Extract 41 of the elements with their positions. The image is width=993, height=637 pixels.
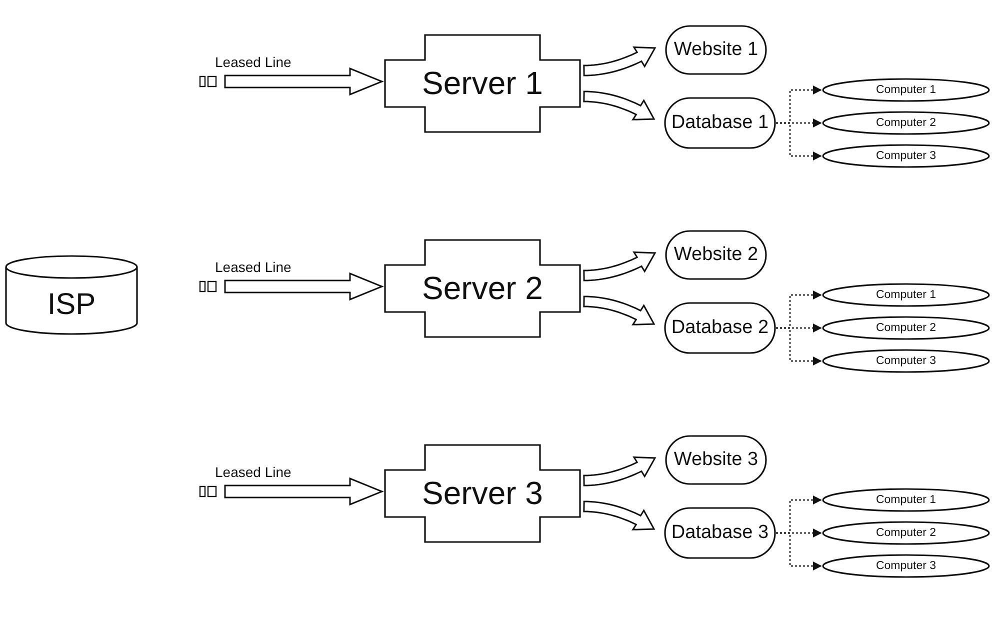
rounded-box xyxy=(665,230,767,280)
node-label: Server 1 xyxy=(422,65,543,102)
node-label: Computer 3 xyxy=(876,150,936,162)
server-box xyxy=(385,445,580,542)
ellipse-node xyxy=(822,283,990,307)
cylinder-node xyxy=(5,255,138,335)
node-label: Computer 1 xyxy=(876,289,936,301)
node-label: Website 1 xyxy=(674,39,758,61)
ellipse-node xyxy=(822,316,990,340)
node-label: Computer 3 xyxy=(876,560,936,572)
node-label: Server 2 xyxy=(422,270,543,307)
node-label: Computer 3 xyxy=(876,355,936,367)
ellipse-node xyxy=(822,521,990,545)
node-label: Database 2 xyxy=(671,317,769,339)
ellipse-node xyxy=(822,144,990,168)
node-label: Database 3 xyxy=(671,522,769,544)
edge-label: Leased Line xyxy=(215,464,292,480)
rounded-box xyxy=(664,302,776,354)
server-box xyxy=(385,240,580,337)
rounded-box xyxy=(665,25,767,75)
rounded-box xyxy=(664,97,776,149)
node-label: Website 2 xyxy=(674,244,758,266)
node-label: Computer 1 xyxy=(876,494,936,506)
rounded-box xyxy=(665,435,767,485)
rounded-box xyxy=(664,507,776,559)
node-label: Computer 2 xyxy=(876,117,936,129)
ellipse-node xyxy=(822,488,990,512)
node-label: ISP xyxy=(47,288,96,322)
node-label: Computer 2 xyxy=(876,527,936,539)
node-label: Computer 1 xyxy=(876,84,936,96)
edge-label: Leased Line xyxy=(215,54,292,70)
node-label: Computer 2 xyxy=(876,322,936,334)
ellipse-node xyxy=(822,111,990,135)
node-label: Website 3 xyxy=(674,449,758,471)
ellipse-node xyxy=(822,78,990,102)
ellipse-node xyxy=(822,349,990,373)
node-label: Database 1 xyxy=(671,112,769,134)
ellipse-node xyxy=(822,554,990,578)
edge-label: Leased Line xyxy=(215,258,292,274)
server-box xyxy=(385,35,580,132)
node-label: Server 3 xyxy=(422,475,543,512)
